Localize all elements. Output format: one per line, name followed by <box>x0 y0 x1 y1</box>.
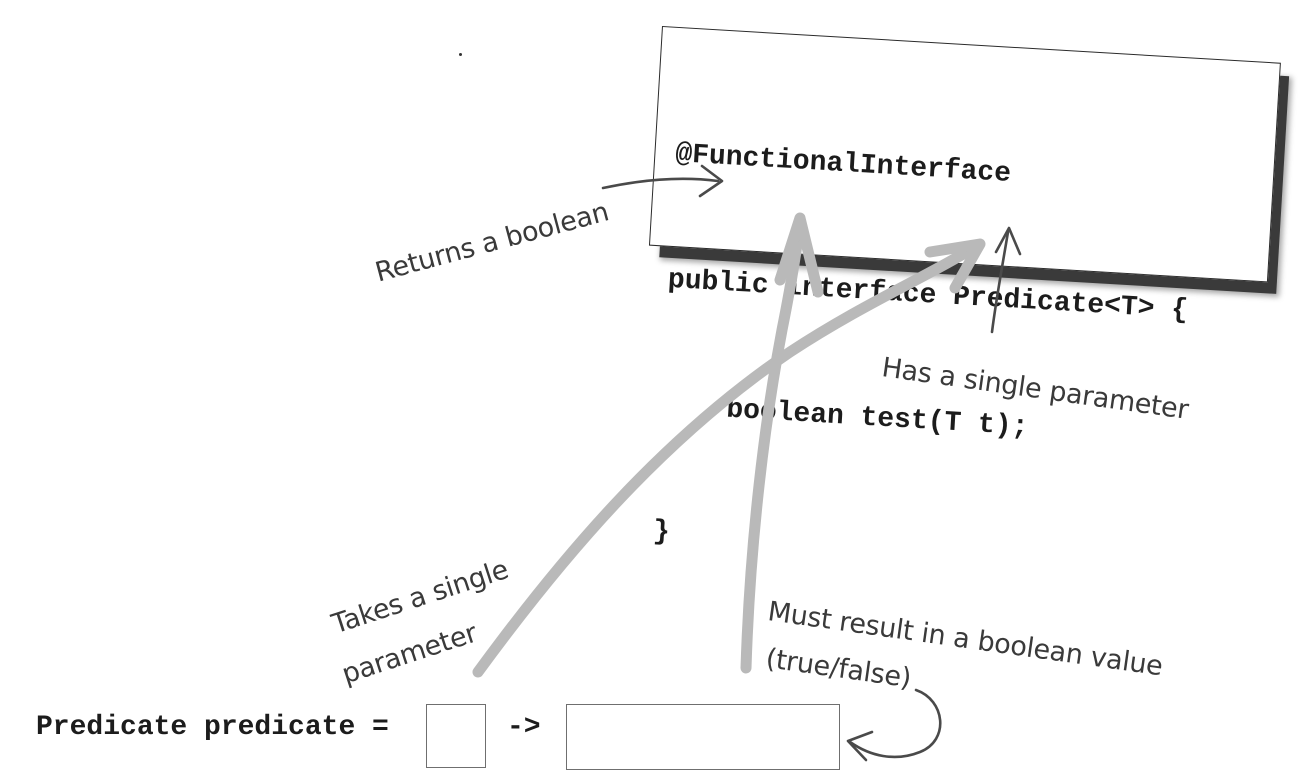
returns-boolean-arrow <box>601 177 720 190</box>
result-link-arrowhead <box>774 212 824 298</box>
returns-boolean-arrowhead <box>698 164 724 198</box>
true-false-curve-arrow <box>848 688 942 759</box>
lambda-body-box <box>566 704 840 770</box>
has-parameter-arrow <box>990 230 1010 334</box>
parameter-link-arrow <box>472 244 976 678</box>
stray-dot <box>459 53 462 56</box>
lambda-parameter-box <box>426 704 486 768</box>
result-link-arrow <box>740 216 806 674</box>
predicate-assignment: Predicate predicate = <box>36 712 389 743</box>
lambda-arrow-operator: -> <box>507 712 541 743</box>
parameter-link-arrowhead <box>924 238 986 294</box>
true-false-curve-arrowhead <box>846 730 874 762</box>
has-parameter-arrowhead <box>994 226 1022 256</box>
